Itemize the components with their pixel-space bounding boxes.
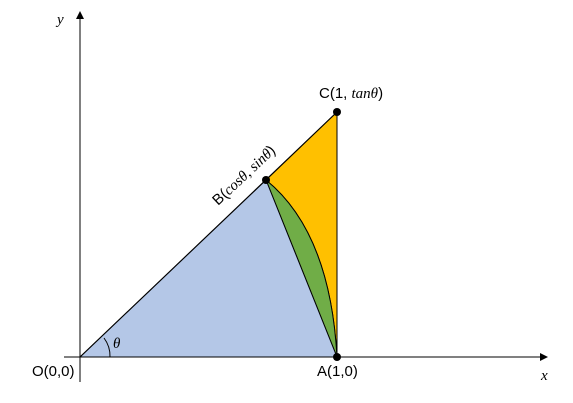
point-c-label-prefix: C(1, [319,85,352,102]
point-c-label-suffix: ) [378,85,383,102]
y-axis-label: y [55,12,64,28]
point-c-label-math: tanθ [352,86,379,102]
x-axis-label: x [540,368,548,384]
point-c [333,108,341,116]
point-a-label: A(1,0) [317,363,358,380]
point-a [333,353,341,361]
point-b [262,176,270,184]
point-c-label: C(1, tanθ) [319,85,383,102]
ray-oc [79,111,338,358]
origin-label: O(0,0) [32,363,75,380]
angle-theta-label: θ [113,336,121,352]
angle-arc [103,337,111,358]
